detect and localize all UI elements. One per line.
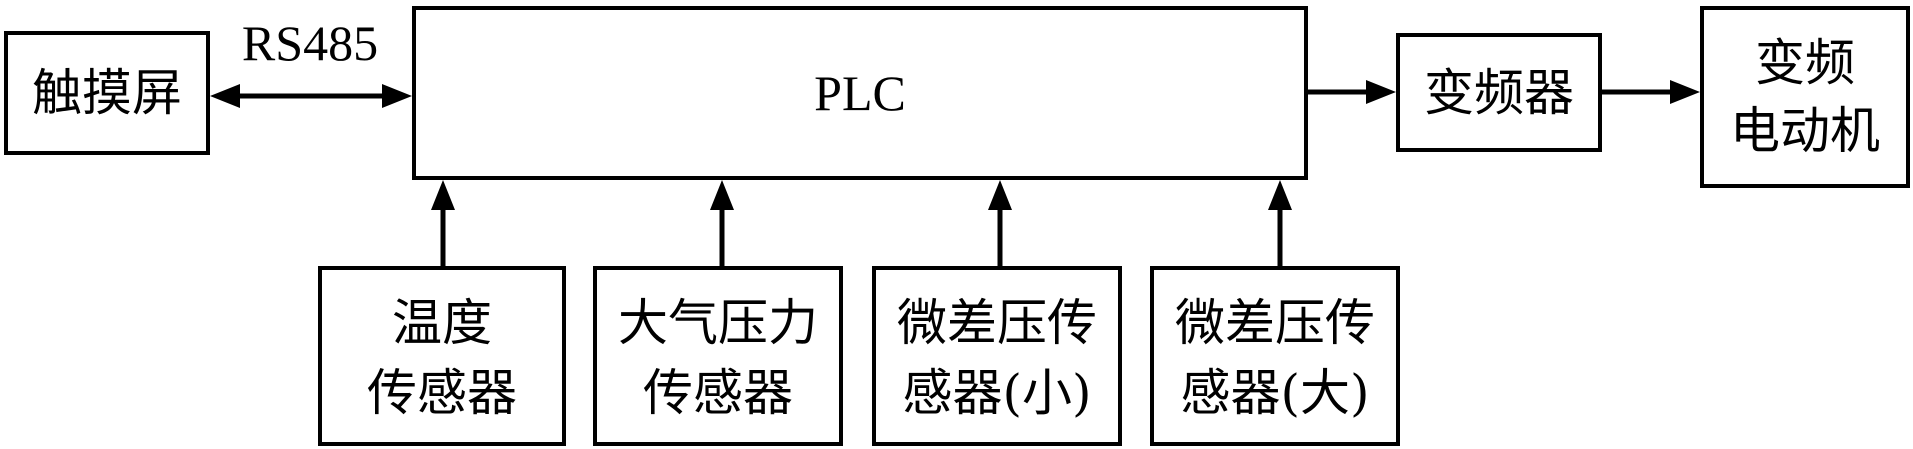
- temp-sensor-label-line2: 传感器: [367, 364, 517, 422]
- temp-sensor-block: 温度 传感器: [318, 266, 566, 446]
- motor-label-line1: 变频: [1755, 34, 1855, 92]
- inverter-label: 变频器: [1424, 64, 1574, 122]
- diff-pressure-large-block: 微差压传 感器(大): [1150, 266, 1400, 446]
- plc-to-inverter-arrow: [1308, 80, 1396, 104]
- diff-pressure-small-label-line2: 感器(小): [902, 364, 1091, 422]
- sensor-arrows: [431, 180, 1292, 266]
- arrow-right-icon: [1670, 80, 1700, 104]
- arrow-up-icon: [1268, 180, 1292, 210]
- arrow-up-icon: [431, 180, 455, 210]
- plc-label: PLC: [814, 65, 906, 121]
- arrow-up-icon: [710, 180, 734, 210]
- arrow-right-icon: [1366, 80, 1396, 104]
- rs485-label: RS485: [242, 15, 378, 71]
- plc-block: PLC: [412, 6, 1308, 180]
- diff-pressure-small-label-line1: 微差压传: [897, 294, 1097, 352]
- atm-pressure-sensor-block: 大气压力 传感器: [593, 266, 843, 446]
- atm-pressure-sensor-label-line1: 大气压力: [618, 294, 818, 352]
- inverter-to-motor-arrow: [1602, 80, 1700, 104]
- temp-sensor-label-line1: 温度: [392, 294, 492, 352]
- inverter-block: 变频器: [1396, 33, 1602, 152]
- touchscreen-label: 触摸屏: [32, 64, 182, 122]
- diff-pressure-small-block: 微差压传 感器(小): [872, 266, 1122, 446]
- rs485-arrow-right-icon: [382, 84, 412, 108]
- touchscreen-block: 触摸屏: [4, 31, 210, 155]
- motor-label-line2: 电动机: [1730, 102, 1880, 160]
- diff-pressure-large-label-line2: 感器(大): [1180, 364, 1369, 422]
- atm-pressure-sensor-label-line2: 传感器: [643, 364, 793, 422]
- motor-block: 变频 电动机: [1700, 6, 1910, 188]
- rs485-link: RS485: [210, 15, 412, 108]
- rs485-arrow-left-icon: [210, 84, 240, 108]
- diff-pressure-large-label-line1: 微差压传: [1175, 294, 1375, 352]
- arrow-up-icon: [988, 180, 1012, 210]
